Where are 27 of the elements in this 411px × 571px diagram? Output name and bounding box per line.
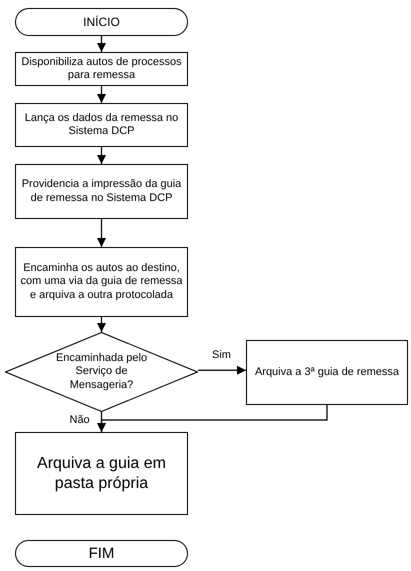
node-text: Lança os dados da remessa no Sistema DCP: [24, 112, 180, 138]
arrow: [97, 86, 106, 103]
edge-label: Não: [68, 415, 92, 426]
process-box: [246, 340, 408, 405]
node-text: Disponibiliza autos de processos para remessa: [20, 56, 183, 82]
terminal-shape: [15, 540, 188, 567]
node-text: Encaminhada pelo Serviço de Mensageria?: [54, 352, 148, 392]
process-box: [15, 103, 188, 147]
arrow: [97, 36, 106, 52]
arrow: [97, 317, 106, 332]
arrow: [198, 366, 246, 375]
node-text: INÍCIO: [83, 14, 120, 30]
node-text: Providencia a impressão da guia de remessa no Sistema DCP: [20, 178, 182, 205]
process-box: [15, 432, 188, 515]
node-text: Arquiva a 3ª guia de remessa: [254, 366, 400, 380]
node-text: FIM: [88, 544, 114, 562]
arrow: [97, 405, 328, 432]
node-text: Arquiva a guia em pasta própria: [36, 454, 167, 493]
process-box: [15, 52, 188, 86]
process-box: [15, 247, 188, 317]
node-text: Encaminha os autos ao destino, com uma via da guia de remessa e arquiva a outra protocolada: [20, 262, 183, 302]
terminal-shape: [15, 8, 188, 36]
process-box: [15, 164, 188, 219]
edge-label: Sim: [210, 350, 233, 362]
arrow: [97, 147, 106, 164]
decision-diamond: [5, 332, 198, 412]
arrow: [97, 219, 106, 247]
